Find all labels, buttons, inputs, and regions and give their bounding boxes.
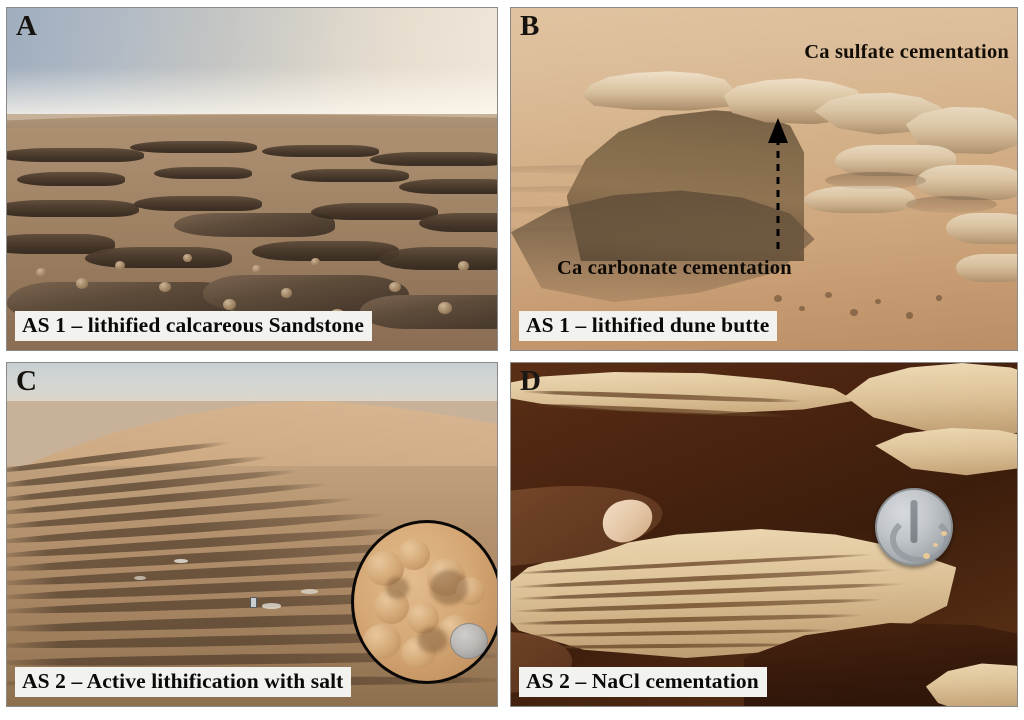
- scale-coin: [450, 623, 488, 659]
- rubble-clast: [75, 278, 89, 290]
- panel-caption-a: AS 1 – lithified calcareous Sandstone: [15, 310, 372, 341]
- rock-ledge: [379, 247, 497, 270]
- salt-nodule: [397, 538, 430, 571]
- eroded-ledge: [956, 254, 1017, 282]
- sky-region: [7, 363, 497, 401]
- pebble: [799, 305, 806, 311]
- rock-ledge: [85, 247, 233, 268]
- panel-letter-c: C: [16, 365, 37, 397]
- ledge-shadow: [905, 196, 997, 214]
- nodule-shadow: [429, 570, 468, 606]
- rubble-clast: [281, 288, 293, 298]
- panel-a-photo: [7, 8, 497, 350]
- rubble-clast: [310, 257, 320, 266]
- panel-caption-d: AS 2 – NaCl cementation: [519, 666, 767, 697]
- rock-ledge: [310, 202, 439, 221]
- rock-ledge: [129, 141, 257, 153]
- salt-patch: [134, 575, 147, 580]
- rock-ledge: [399, 179, 497, 195]
- pebble: [824, 291, 832, 298]
- cap-rock-ledge: [581, 71, 734, 111]
- rubble-clast: [114, 261, 125, 270]
- pebble: [774, 295, 782, 303]
- closeup-inset: [351, 520, 497, 684]
- rock-ledge: [261, 144, 380, 158]
- panel-caption-b: AS 1 – lithified dune butte: [519, 310, 778, 341]
- salt-patch: [301, 589, 318, 595]
- rock-ledge: [291, 168, 409, 183]
- salt-nodule: [406, 602, 439, 634]
- rubble-clast: [457, 261, 469, 271]
- pebble: [875, 298, 882, 305]
- rubble-clast: [222, 298, 237, 311]
- annotation-ca-carbonate: Ca carbonate cementation: [557, 257, 792, 279]
- dashed-up-arrow-svg: [768, 118, 788, 249]
- annotation-ca-sulfate: Ca sulfate cementation: [804, 41, 1009, 63]
- panel-a: A AS 1 – lithified calcareous Sandstone: [6, 7, 498, 351]
- rock-ledge: [154, 167, 252, 180]
- rock-ledge: [418, 213, 497, 232]
- rock-slab: [173, 213, 336, 238]
- dashed-up-arrow: [766, 116, 790, 251]
- rock-ledge: [252, 240, 399, 262]
- panel-c: C AS 2 – Active lithification with salt: [6, 362, 498, 707]
- pebble: [850, 308, 859, 317]
- panel-letter-b: B: [520, 10, 540, 42]
- rubble-clast: [252, 264, 262, 274]
- sand-grain: [933, 543, 938, 547]
- panel-b-photo: [511, 8, 1017, 350]
- pebble: [936, 295, 943, 301]
- eroded-ledge: [946, 213, 1017, 244]
- eroded-ledge: [804, 185, 916, 214]
- rock-ledge: [369, 151, 497, 166]
- scale-marker: [250, 597, 257, 608]
- sand-grain: [923, 553, 930, 559]
- panel-d-photo: [511, 363, 1017, 706]
- rock-ledge: [7, 199, 140, 217]
- salt-nodule: [362, 624, 401, 659]
- rock-ledge: [7, 148, 145, 162]
- salt-nodule: [400, 636, 436, 669]
- rock-ledge: [7, 233, 115, 255]
- panel-letter-a: A: [16, 10, 37, 42]
- rubble-clast: [36, 267, 48, 278]
- sand-grain: [941, 531, 947, 536]
- rock-ledge: [16, 172, 125, 186]
- rubble-clast: [183, 254, 193, 263]
- salt-nodule: [456, 576, 486, 606]
- rubble-clast: [389, 281, 401, 292]
- salt-nodule: [365, 551, 404, 587]
- rubble-clast: [158, 281, 171, 292]
- panel-b: Ca sulfate cementation Ca carbonate ceme…: [510, 7, 1018, 351]
- panel-caption-c: AS 2 – Active lithification with salt: [15, 666, 352, 697]
- scale-coin: [875, 488, 953, 566]
- nodule-shadow: [386, 576, 410, 599]
- rock-ledge: [134, 196, 262, 212]
- salt-nodule: [374, 589, 410, 625]
- nodule-shadow: [418, 627, 448, 653]
- panel-letter-d: D: [520, 365, 541, 397]
- salt-patch: [261, 603, 282, 609]
- rock-slab: [359, 295, 497, 330]
- panel-c-photo: [7, 363, 497, 706]
- rubble-clast: [438, 302, 452, 314]
- arrow-head: [768, 118, 788, 143]
- sky-region: [7, 8, 497, 115]
- eroded-ledge: [915, 165, 1017, 200]
- ledge-shadow: [824, 172, 926, 190]
- pebble: [905, 312, 913, 319]
- panel-d: D AS 2 – NaCl cementation: [510, 362, 1018, 707]
- salt-patch: [173, 558, 189, 564]
- coin-arc: [890, 515, 950, 563]
